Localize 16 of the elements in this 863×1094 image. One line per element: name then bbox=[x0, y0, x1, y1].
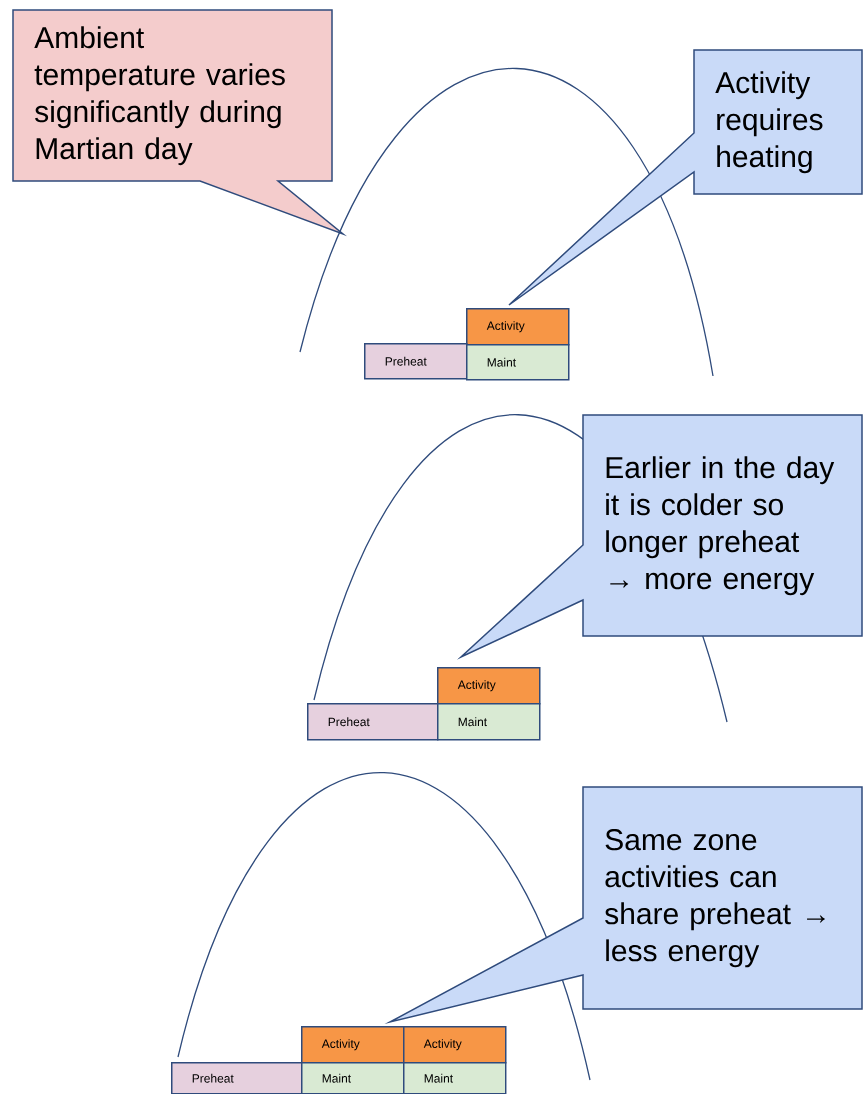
schedule-block: Maint bbox=[437, 703, 541, 741]
schedule-block: Maint bbox=[403, 1062, 507, 1094]
schedule-block: Preheat bbox=[364, 343, 468, 380]
callout-bubble: Ambient temperature varies significantly during Martian day bbox=[12, 9, 347, 237]
node-label: Maint bbox=[322, 1073, 351, 1083]
callout-bubble: Same zone activities can share preheat → less energy bbox=[384, 786, 863, 1025]
schedule-block: Maint bbox=[466, 344, 570, 381]
schedule-block: Activity bbox=[466, 308, 570, 346]
callout-bubble: Activity requires heating bbox=[508, 49, 863, 306]
schedule-block: Activity bbox=[403, 1026, 507, 1064]
schedule-block: Activity bbox=[437, 667, 541, 705]
callout-bubble: Earlier in the day it is colder so longer preheat → more energy bbox=[456, 414, 863, 660]
schedule-block: Maint bbox=[301, 1062, 405, 1094]
schedule-block: Preheat bbox=[307, 703, 439, 741]
schedule-block: Activity bbox=[301, 1026, 405, 1064]
schedule-block: Preheat bbox=[171, 1062, 303, 1094]
